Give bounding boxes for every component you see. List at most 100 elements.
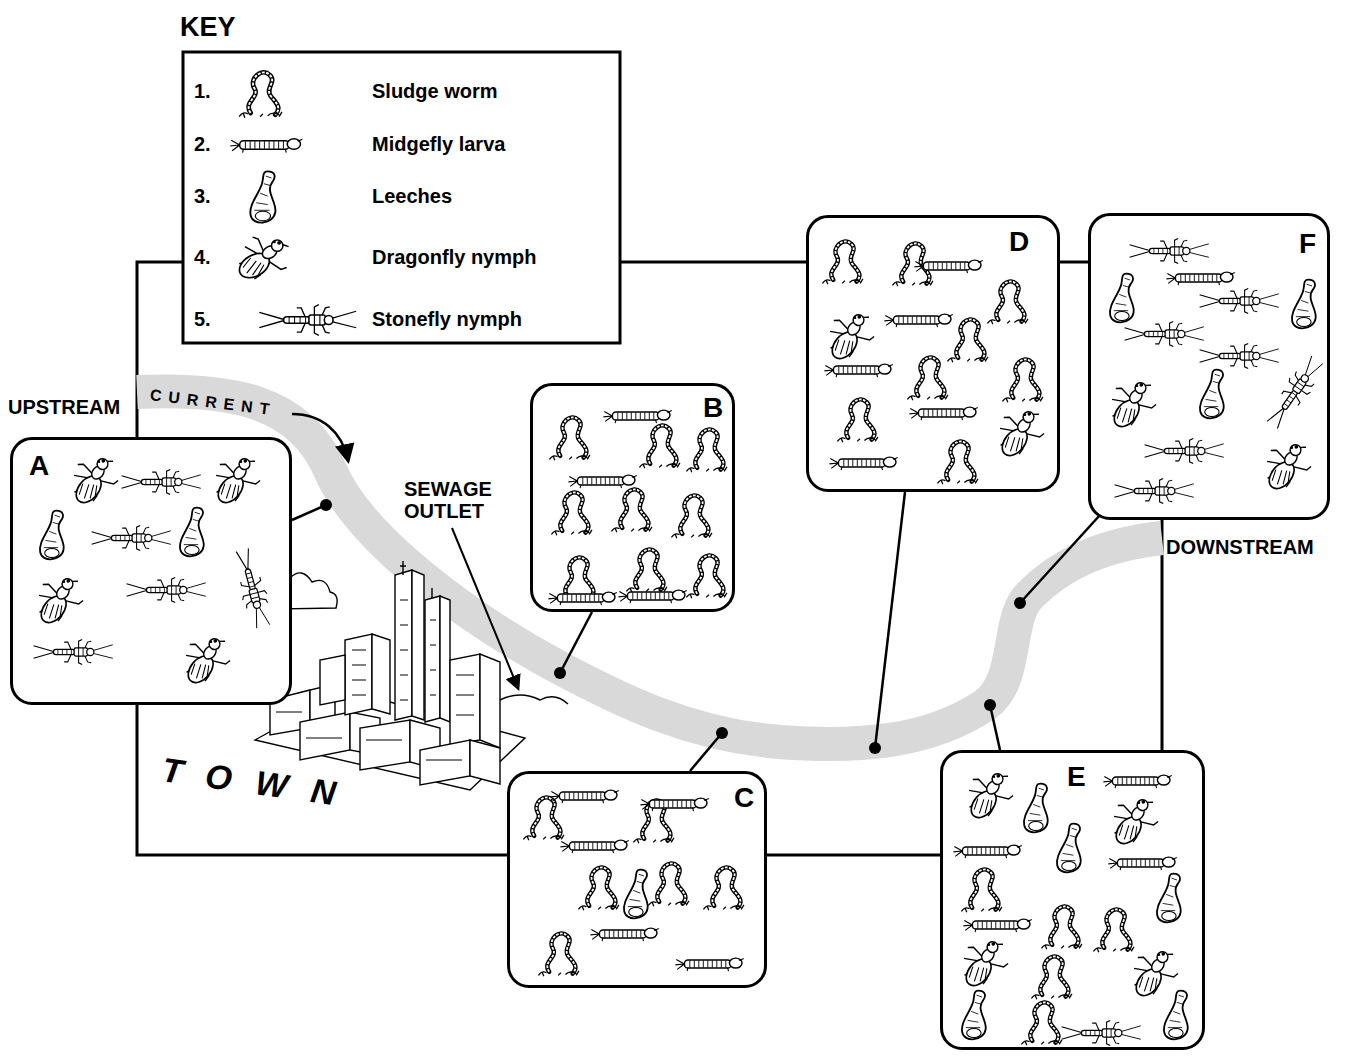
key-number: 1.: [194, 80, 211, 103]
organism: [686, 429, 727, 472]
organism: [829, 457, 897, 470]
organism: [961, 869, 1002, 912]
organism: [1166, 272, 1234, 285]
organism: [1145, 438, 1224, 463]
organism: [952, 936, 1014, 994]
key-number: 3.: [194, 185, 211, 208]
organism: [937, 441, 978, 484]
organism: [127, 577, 206, 602]
legend-row: Dragonfly nymph: [372, 246, 536, 269]
outlet-arrow: [452, 528, 518, 688]
organism: [550, 790, 618, 803]
organism: [957, 768, 1019, 826]
organism: [174, 633, 236, 691]
organism: [1021, 1002, 1062, 1045]
legend-row: Stonefly nymph: [372, 308, 522, 331]
organism: [1100, 377, 1162, 435]
organism: [639, 425, 680, 468]
label-holder: TOWN: [162, 750, 361, 789]
letter-holder: E: [1065, 761, 1088, 793]
organism: [1110, 274, 1134, 323]
organism: [988, 406, 1050, 464]
organism-sample: [1091, 216, 1330, 520]
organism: [1093, 909, 1134, 952]
organism: [1057, 824, 1081, 873]
key-box: [183, 52, 620, 343]
organism: [1164, 991, 1188, 1040]
site-letter: F: [1297, 228, 1318, 260]
organism: [987, 281, 1028, 324]
organism: [837, 399, 878, 442]
label-holder: CURRENT: [150, 386, 277, 404]
organism: [1200, 288, 1279, 313]
label-holder: KEY: [180, 12, 236, 43]
organism: [62, 453, 124, 511]
organism: [1108, 857, 1176, 870]
organism: [1157, 874, 1181, 923]
organism: [590, 928, 658, 941]
organism: [818, 309, 880, 367]
key-number: 2.: [194, 133, 211, 156]
organism: [1130, 238, 1209, 263]
organism: [560, 840, 628, 853]
label-holder: UPSTREAM: [8, 396, 120, 419]
label-holder: 1.: [194, 80, 211, 103]
organism: [884, 314, 952, 327]
organism: [1103, 775, 1171, 788]
place-label: UPSTREAM: [8, 396, 120, 419]
letter-holder: A: [27, 450, 51, 482]
organism: [568, 475, 636, 488]
label-holder: 2.: [194, 133, 211, 156]
sample-panel: A: [10, 437, 292, 705]
organism: [92, 525, 171, 550]
organism: [686, 555, 727, 598]
organism: [953, 845, 1021, 858]
organism: [180, 508, 204, 557]
organism: [675, 958, 743, 971]
organism: [34, 639, 113, 664]
organism: [1200, 370, 1224, 419]
organism: [1024, 784, 1048, 833]
legend-text: Sludge worm: [372, 80, 498, 103]
organism: [122, 469, 201, 494]
legend-text: Stonefly nymph: [372, 308, 522, 331]
letter-holder: C: [732, 782, 756, 814]
organism: [551, 492, 592, 535]
organism: [671, 495, 712, 538]
organism: [1262, 353, 1328, 432]
legend-row: Leeches: [372, 185, 452, 208]
organism: [1062, 1020, 1141, 1045]
town-label: TOWN: [159, 750, 362, 816]
label-holder: SEWAGE OUTLET: [404, 478, 504, 522]
organism: [626, 549, 667, 592]
organism: [648, 863, 689, 906]
organism: [963, 919, 1031, 932]
organism: [1292, 280, 1316, 329]
organism: [549, 417, 590, 460]
organism: [40, 511, 64, 560]
organism: [578, 867, 619, 910]
legend-text: Leeches: [372, 185, 452, 208]
organism: [618, 590, 686, 603]
sample-panel: B: [530, 383, 735, 612]
site-letter: A: [27, 450, 51, 482]
organism: [548, 592, 616, 605]
organism: [640, 798, 708, 811]
key-samples: [230, 72, 356, 335]
organism: [907, 357, 948, 400]
key-number: 4.: [194, 246, 211, 269]
key-heading: KEY: [180, 12, 236, 43]
label-holder: 3.: [194, 185, 211, 208]
organism-sample: [510, 774, 767, 988]
site-letter: C: [732, 782, 756, 814]
organism: [611, 489, 652, 532]
organism: [1031, 956, 1072, 999]
current-arrow: [292, 414, 348, 460]
organism: [523, 797, 564, 840]
organism-sample: [13, 440, 292, 705]
organism: [1125, 321, 1204, 346]
organism: [1102, 794, 1164, 852]
legend-text: Midgefly larva: [372, 133, 505, 156]
organism: [624, 870, 648, 919]
organism: [538, 933, 579, 976]
